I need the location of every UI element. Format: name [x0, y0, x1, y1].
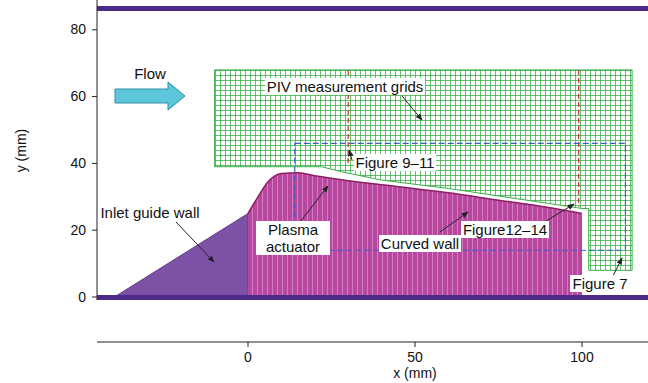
- axis-tick-label: 60: [70, 88, 86, 105]
- x-tick: [248, 342, 249, 347]
- y-tick: [92, 230, 97, 231]
- axis-tick-label: 50: [407, 349, 423, 366]
- part-label: Curved wall: [379, 235, 461, 252]
- axis-tick-label: 0: [244, 349, 252, 366]
- leader-line: [349, 150, 352, 160]
- flow-arrow: [115, 82, 185, 110]
- axis-title: x (mm): [393, 365, 437, 382]
- x-axis: [97, 342, 648, 343]
- y-tick: [92, 163, 97, 164]
- profile-line: [578, 70, 579, 207]
- y-tick: [92, 29, 97, 30]
- axis-tick-label: 0: [78, 289, 86, 306]
- figure-ref: Figure12–14: [461, 221, 549, 238]
- part-label: Inlet guide wall: [100, 204, 199, 221]
- part-label: Plasma actuator: [256, 221, 330, 255]
- leader-line: [546, 204, 574, 221]
- leader-line: [613, 258, 622, 276]
- field-outline: [295, 143, 626, 250]
- figure-ref: Figure 7: [570, 275, 629, 292]
- x-tick: [415, 342, 416, 347]
- channel-bottom-wall: [97, 295, 648, 300]
- x-tick: [582, 342, 583, 347]
- flow-label: Flow: [134, 65, 166, 82]
- figure-ref: Figure 9–11: [354, 154, 437, 171]
- inlet-guide-wall: [114, 214, 248, 298]
- curved-wall: [248, 173, 582, 297]
- wall-surface: [248, 173, 582, 214]
- leader-line: [300, 186, 328, 222]
- y-tick: [92, 297, 97, 298]
- axis-tick-label: 20: [70, 222, 86, 239]
- y-tick: [92, 96, 97, 97]
- axis-title: y (mm): [13, 128, 30, 172]
- leader-line: [176, 222, 214, 262]
- leader-line: [402, 96, 422, 120]
- axis-tick-label: 40: [70, 155, 86, 172]
- y-axis: [97, 0, 98, 300]
- grid-label: PIV measurement grids: [265, 78, 426, 95]
- channel-top-wall: [97, 6, 648, 11]
- axis-tick-label: 80: [70, 21, 86, 38]
- axis-tick-label: 100: [570, 349, 593, 366]
